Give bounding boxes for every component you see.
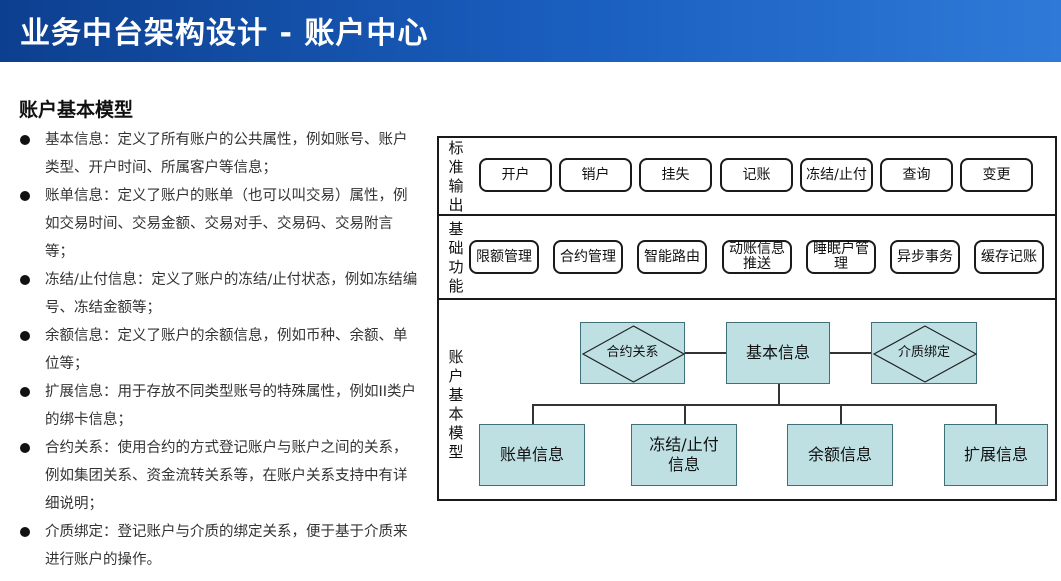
function-box: 缓存记账	[974, 240, 1044, 274]
function-box: 记账	[720, 158, 793, 192]
relation-box-contract: 合约关系	[580, 322, 686, 384]
function-box: 开户	[479, 158, 552, 192]
connector-line	[684, 404, 686, 424]
function-box: 变更	[960, 158, 1033, 192]
connector-line	[830, 352, 871, 354]
bullet-item: 基本信息：定义了所有账户的公共属性，例如账号、账户类型、开户时间、所属客户等信息…	[18, 126, 418, 182]
connector-line	[840, 404, 842, 424]
diamond-icon	[872, 325, 978, 383]
bullet-dot-icon	[20, 387, 30, 397]
entity-box-freeze: 冻结/止付信息	[631, 424, 737, 486]
section-title: 账户基本模型	[19, 99, 134, 121]
function-box: 挂失	[639, 158, 712, 192]
layer-label: 基础功能	[448, 220, 464, 295]
bullet-item: 合约关系：使用合约的方式登记账户与账户之间的关系，例如集团关系、资金流转关系等，…	[18, 434, 418, 518]
bullet-dot-icon	[20, 331, 30, 341]
connector-line	[778, 383, 780, 404]
layer-label: 标准输出	[448, 139, 464, 214]
diamond-icon	[581, 325, 686, 383]
function-box: 限额管理	[469, 240, 539, 274]
bullet-item: 余额信息：定义了账户的余额信息，例如币种、余额、单位等；	[18, 322, 418, 378]
function-box: 冻结/止付	[800, 158, 873, 192]
entity-box-bill: 账单信息	[479, 424, 585, 486]
entity-box-basic-info: 基本信息	[726, 322, 830, 384]
bullet-item: 扩展信息：用于存放不同类型账号的特殊属性，例如II类户的绑卡信息；	[18, 378, 418, 434]
function-box: 异步事务	[890, 240, 960, 274]
connector-line	[532, 404, 995, 406]
architecture-diagram: 标准输出 开户 销户 挂失 记账 冻结/止付 查询 变更 基础功能 限额管理 合…	[437, 136, 1057, 501]
function-box: 查询	[880, 158, 953, 192]
function-box: 动账信息推送	[722, 240, 792, 274]
bullet-dot-icon	[20, 191, 30, 201]
layer-standard-output: 标准输出 开户 销户 挂失 记账 冻结/止付 查询 变更	[439, 138, 1055, 216]
bullet-item: 介质绑定：登记账户与介质的绑定关系，便于基于介质来进行账户的操作。	[18, 518, 418, 574]
bullet-dot-icon	[20, 527, 30, 537]
layer-label: 账户基本模型	[448, 348, 464, 461]
header-bar: 业务中台架构设计 - 账户中心	[0, 0, 1061, 62]
connector-line	[685, 352, 726, 354]
layer-basic-functions: 基础功能 限额管理 合约管理 智能路由 动账信息推送 睡眠户管理 异步事务 缓存…	[439, 216, 1055, 300]
function-box: 销户	[559, 158, 632, 192]
connector-line	[532, 404, 534, 424]
bullet-dot-icon	[20, 135, 30, 145]
relation-box-medium: 介质绑定	[871, 322, 978, 384]
function-box: 智能路由	[637, 240, 707, 274]
entity-box-balance: 余额信息	[787, 424, 893, 486]
bullet-list: 基本信息：定义了所有账户的公共属性，例如账号、账户类型、开户时间、所属客户等信息…	[18, 126, 418, 574]
connector-line	[995, 404, 997, 424]
bullet-dot-icon	[20, 275, 30, 285]
function-box: 睡眠户管理	[806, 240, 876, 274]
bullet-dot-icon	[20, 443, 30, 453]
page-title: 业务中台架构设计 - 账户中心	[20, 16, 429, 51]
entity-box-extension: 扩展信息	[944, 424, 1048, 486]
function-box: 合约管理	[553, 240, 623, 274]
bullet-item: 账单信息：定义了账户的账单（也可以叫交易）属性，例如交易时间、交易金额、交易对手…	[18, 182, 418, 266]
layer-account-model: 账户基本模型 合约关系 基本信息 介质绑定 账单信息	[439, 300, 1055, 499]
bullet-item: 冻结/止付信息：定义了账户的冻结/止付状态，例如冻结编号、冻结金额等；	[18, 266, 418, 322]
